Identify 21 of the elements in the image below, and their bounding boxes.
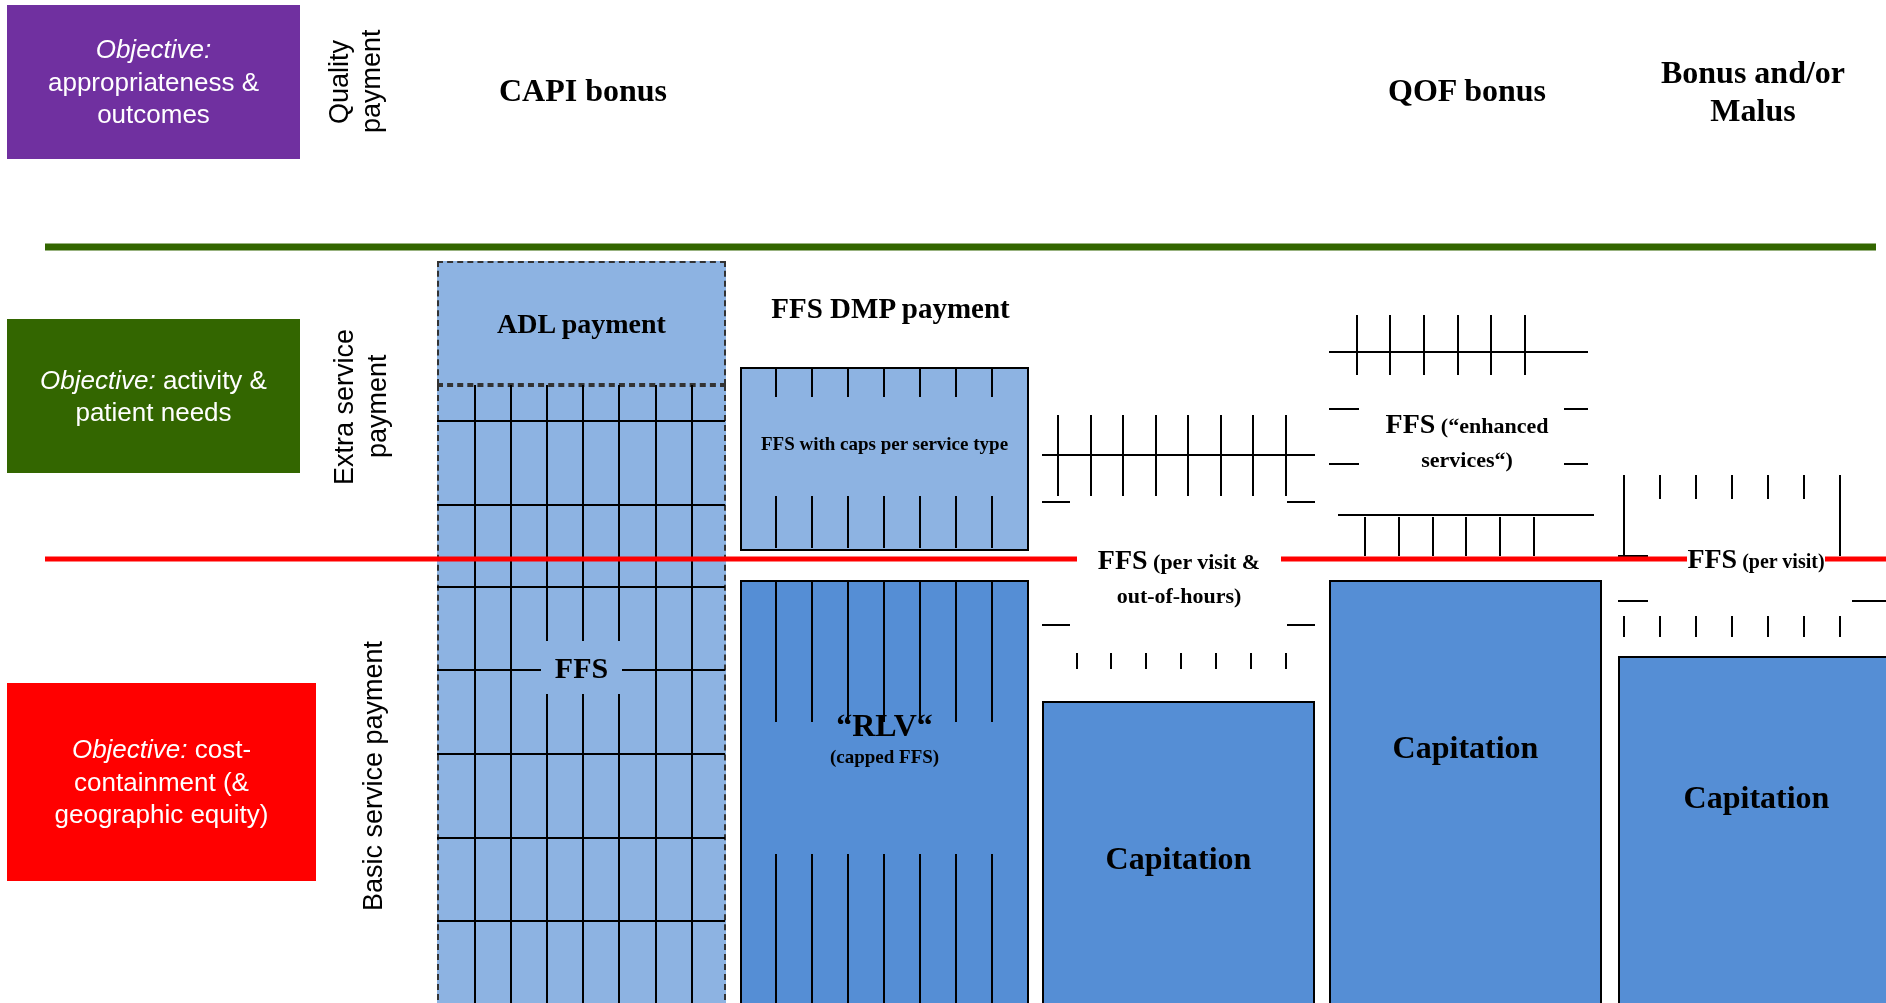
objective-text: Objective: appropriateness & outcomes (47, 33, 260, 131)
capitation-box (1329, 580, 1602, 1003)
capitation-label: Capitation (1392, 727, 1539, 767)
payment-box (740, 367, 1029, 551)
payment-label: “RLV“ (836, 705, 933, 745)
objective-box (7, 319, 300, 473)
capitation-box (1042, 701, 1315, 1003)
capitation-box (1618, 656, 1886, 1003)
payment-box (437, 261, 726, 385)
payment-label: (capped FFS) (829, 744, 940, 769)
payment-label: FFS with caps per service type (760, 432, 1009, 456)
payment-label: ADL payment (497, 306, 666, 341)
objective-text: Objective: cost-containment (& geographic equity) (53, 733, 270, 831)
payment-label: FFS (540, 640, 623, 695)
objective-box (7, 5, 300, 159)
capitation-label: Capitation (1683, 777, 1830, 817)
capitation-label: Capitation (1105, 838, 1252, 878)
objective-box (7, 683, 316, 881)
objective-text: Objective: activity & patient needs (39, 363, 268, 429)
payment-box (740, 580, 1029, 1003)
payment-box (437, 385, 726, 1003)
